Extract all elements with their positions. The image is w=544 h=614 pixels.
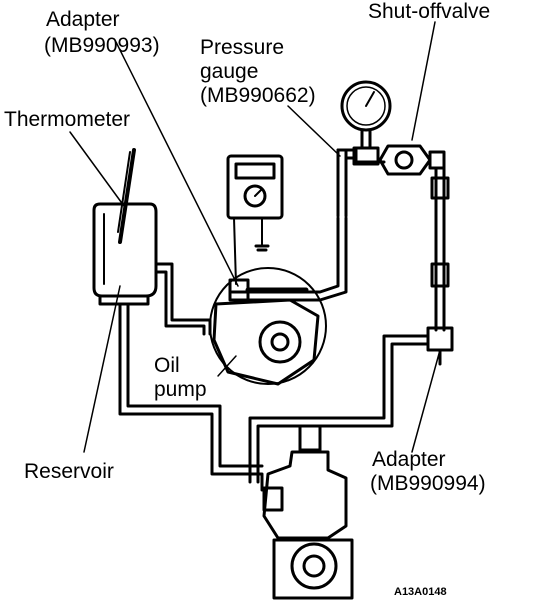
return-hose: [118, 302, 264, 492]
label-adapter-bottom: Adapter: [372, 448, 446, 471]
label-shut-off-valve: Shut-offvalve: [368, 0, 491, 23]
steering-gear: [262, 424, 354, 600]
label-reservoir: Reservoir: [24, 460, 114, 483]
reservoir: [92, 202, 158, 306]
leader-lines: [69, 21, 441, 453]
thermometer: [117, 148, 136, 244]
pressure-gauge: [340, 80, 392, 166]
label-adapter-bottom-part: (MB990994): [370, 472, 486, 495]
figure-code: A13A0148: [394, 586, 447, 598]
label-oil-pump-line1: Oil: [154, 354, 180, 377]
suction-hose: [154, 262, 212, 336]
multimeter: [226, 154, 284, 285]
label-pressure-gauge-part: (MB990662): [200, 84, 316, 107]
label-pressure-gauge-line2: gauge: [200, 60, 259, 83]
label-thermometer: Thermometer: [4, 108, 131, 131]
label-adapter-top-part: (MB990993): [44, 34, 160, 57]
label-adapter-top: Adapter: [46, 8, 120, 31]
shut-off-valve: [378, 144, 450, 246]
label-oil-pump-line2: pump: [154, 378, 207, 401]
label-pressure-gauge-line1: Pressure: [200, 36, 285, 59]
oil-pump: [209, 267, 327, 386]
